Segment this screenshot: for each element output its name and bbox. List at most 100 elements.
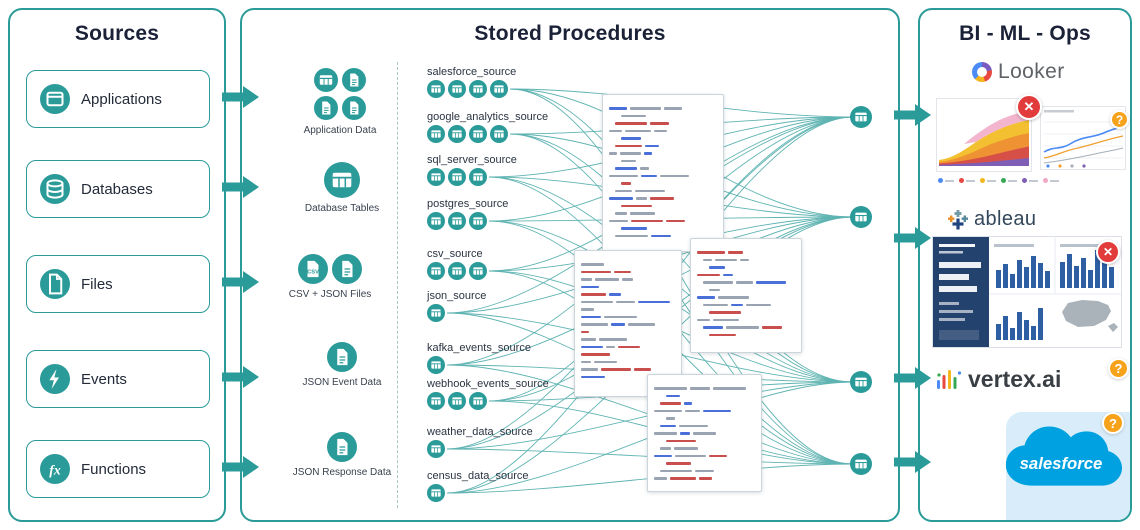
table-icon [469, 125, 487, 143]
source-group-tables [427, 125, 548, 143]
looker-error-badge: ✕ [1016, 94, 1042, 120]
vertex-wordmark: vertex.ai [968, 366, 1062, 392]
table-icon [448, 262, 466, 280]
source-group-tables [427, 212, 508, 230]
looker-logo: Looker [972, 60, 1065, 84]
file-icon [40, 269, 70, 299]
staging-caption: JSON Response Data [292, 467, 392, 478]
bi-title: BI - ML - Ops [959, 22, 1091, 45]
table-icon [427, 356, 445, 374]
source-group-label: kafka_events_source [427, 342, 531, 354]
flow-arrow [894, 226, 932, 250]
table-icon [469, 168, 487, 186]
legend-dot [938, 178, 943, 183]
table-icon [427, 304, 445, 322]
source-group-postgres-source: postgres_source [427, 198, 508, 230]
table-icon [490, 80, 508, 98]
vertex-warning-badge: ? [1108, 358, 1129, 379]
flow-arrow [222, 270, 260, 294]
source-group-label: salesforce_source [427, 66, 517, 78]
salesforce-wordmark: salesforce [1020, 454, 1103, 473]
legend-dot [1022, 178, 1027, 183]
sql-snippet-card [602, 94, 724, 252]
source-item-databases: Databases [26, 160, 210, 218]
legend-dot [1043, 178, 1048, 183]
table-icon [427, 392, 445, 410]
legend-dot [980, 178, 985, 183]
flow-arrow [222, 175, 260, 199]
table-icon [850, 106, 872, 128]
source-group-salesforce-source: salesforce_source [427, 66, 516, 98]
tableau-block: ableau [920, 206, 1130, 358]
staging-caption: Application Data [303, 125, 377, 136]
source-item-label: Applications [81, 90, 162, 108]
svg-text:fx: fx [49, 463, 61, 478]
source-group-kafka-events-source: kafka_events_source [427, 342, 531, 374]
source-item-files: Files [26, 255, 210, 313]
source-group-sql-server-source: sql_server_source [427, 154, 517, 186]
source-item-label: Databases [81, 180, 153, 198]
document-icon [327, 342, 357, 372]
document-icon [314, 96, 338, 120]
table-icon [850, 453, 872, 475]
table-icon [427, 262, 445, 280]
vertex-logo-icon [937, 369, 962, 389]
source-group-label: census_data_source [427, 470, 529, 482]
source-group-tables [427, 168, 517, 186]
tableau-logo: ableau [948, 208, 1036, 231]
table-icon [427, 125, 445, 143]
source-item-functions: fx Functions [26, 440, 210, 498]
table-icon [427, 484, 445, 502]
source-item-label: Functions [81, 460, 147, 478]
table-icon [850, 206, 872, 228]
salesforce-warning-badge: ? [1102, 412, 1124, 434]
looker-area-chart [936, 98, 1032, 172]
table-icon [448, 168, 466, 186]
looker-block: Looker ✕ ? [920, 54, 1130, 204]
output-table-nodes [242, 10, 898, 520]
vertex-logo: vertex.ai [936, 366, 1061, 393]
document-icon [342, 68, 366, 92]
bi-ml-ops-panel: BI - ML - Ops Looker [918, 8, 1132, 522]
source-group-tables [427, 484, 529, 502]
flow-arrow [894, 366, 932, 390]
database-icon [40, 174, 70, 204]
document-icon [342, 96, 366, 120]
source-group-label: json_source [427, 290, 487, 302]
source-group-csv-source: csv_source [427, 248, 487, 280]
tableau-wordmark: ableau [974, 208, 1037, 230]
staging-csv-json-files: CSV CSV + JSON Files [275, 254, 385, 302]
staging-caption: CSV + JSON Files [288, 289, 372, 300]
table-icon [427, 440, 445, 458]
table-icon [448, 392, 466, 410]
flow-arrow [894, 450, 932, 474]
source-item-events: Events [26, 350, 210, 408]
source-group-tables [427, 262, 487, 280]
table-icon [469, 392, 487, 410]
tableau-error-badge: ✕ [1096, 240, 1120, 264]
staging-json-event-data: JSON Event Data [287, 342, 397, 390]
salesforce-logo: salesforce [1005, 426, 1123, 486]
staging-application-data: Application Data [285, 68, 395, 138]
source-group-census-data-source: census_data_source [427, 470, 529, 502]
source-group-weather-data-source: weather_data_source [427, 426, 533, 458]
staging-separator [397, 62, 398, 508]
table-icon [448, 80, 466, 98]
tableau-logo-icon [948, 209, 968, 229]
table-icon [490, 125, 508, 143]
csv-file-icon: CSV [298, 254, 328, 284]
staging-database-tables: Database Tables [287, 162, 397, 216]
svg-text:CSV: CSV [307, 270, 319, 276]
looker-warning-badge: ? [1110, 110, 1129, 129]
sql-snippet-card [574, 250, 682, 397]
table-icon [427, 80, 445, 98]
table-icon [427, 212, 445, 230]
sources-title: Sources [74, 22, 160, 45]
source-group-webhook-events-source: webhook_events_source [427, 378, 549, 410]
table-icon [427, 168, 445, 186]
